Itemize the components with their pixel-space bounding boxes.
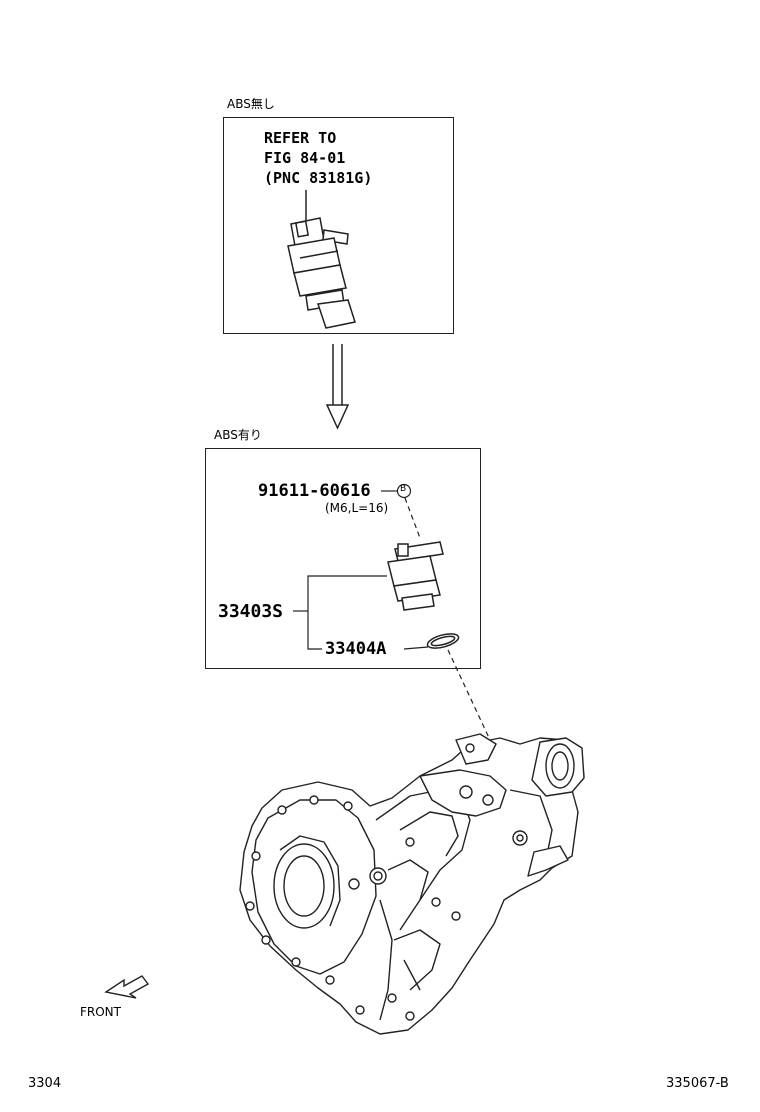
part-number-sensor[interactable]: 33403S — [218, 601, 284, 622]
section-label-with-abs: ABS有り — [214, 428, 262, 442]
front-arrow-icon — [104, 975, 150, 999]
part-number-bolt[interactable]: 91611-60616 — [258, 481, 371, 501]
front-label: FRONT — [80, 1005, 121, 1019]
reference-line-1: REFER TO — [264, 129, 337, 147]
callout-lines — [293, 483, 429, 650]
figure-code: 335067-B — [666, 1076, 729, 1091]
circle-b-icon: B — [400, 484, 407, 494]
install-path-dashed — [404, 497, 491, 741]
speed-sensor-abs — [387, 541, 460, 649]
section-label-without-abs: ABS無し — [227, 97, 275, 111]
bolt-spec: (M6,L=16) — [325, 501, 389, 515]
down-arrow-icon — [325, 344, 350, 430]
reference-line-3: (PNC 83181G) — [264, 169, 373, 187]
speed-sensor-abs-less — [287, 190, 356, 329]
abs-parts-box — [205, 448, 481, 669]
part-number-o-ring[interactable]: 33404A — [325, 639, 387, 659]
reference-text: REFER TO FIG 84-01 (PNC 83181G) — [264, 128, 372, 188]
reference-box: REFER TO FIG 84-01 (PNC 83181G) — [223, 117, 454, 334]
page-code: 3304 — [28, 1076, 62, 1091]
transmission-assembly — [239, 733, 585, 1035]
reference-line-2[interactable]: FIG 84-01 — [264, 149, 346, 167]
